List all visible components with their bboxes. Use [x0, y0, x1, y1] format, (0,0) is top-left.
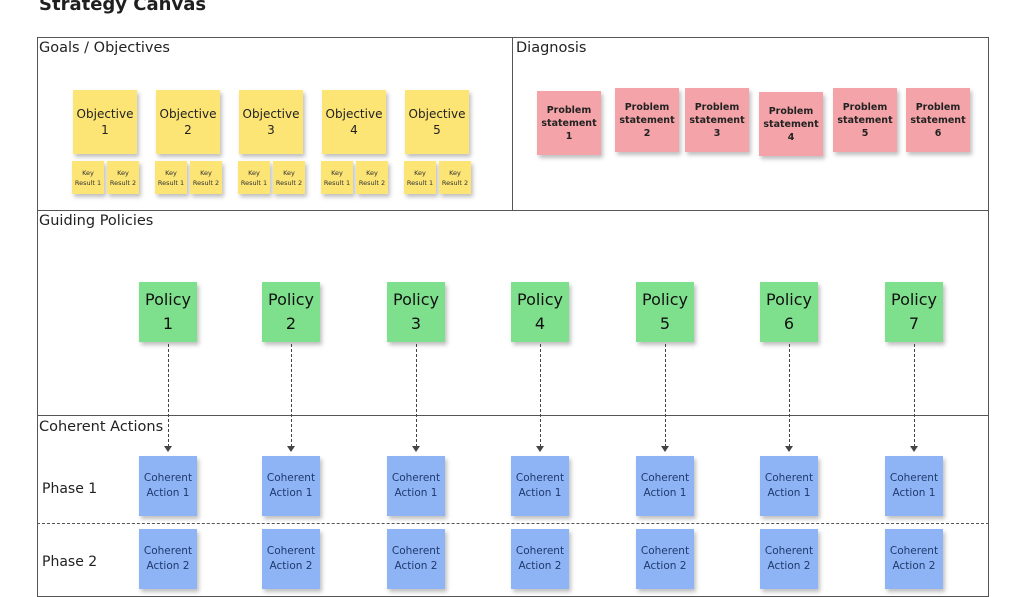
key-result-sticky[interactable]: Key Result 2: [273, 161, 305, 194]
problem-statement-sticky[interactable]: Problem statement 6: [906, 88, 970, 152]
coherent-action-sticky[interactable]: Coherent Action 2: [511, 529, 569, 589]
key-result-sticky[interactable]: Key Result 2: [107, 161, 139, 194]
objective-sticky[interactable]: Objective 4: [322, 90, 386, 154]
coherent-action-sticky[interactable]: Coherent Action 1: [885, 456, 943, 516]
coherent-action-sticky[interactable]: Coherent Action 2: [885, 529, 943, 589]
coherent-action-sticky[interactable]: Coherent Action 1: [636, 456, 694, 516]
arrowhead: [412, 446, 420, 452]
coherent-action-sticky[interactable]: Coherent Action 2: [636, 529, 694, 589]
problem-statement-sticky[interactable]: Problem statement 4: [759, 92, 823, 156]
objective-sticky[interactable]: Objective 5: [405, 90, 469, 154]
phase-label: Phase 1: [42, 481, 98, 497]
problem-statement-sticky[interactable]: Problem statement 2: [615, 88, 679, 152]
policy-to-action-connector: [789, 344, 790, 447]
arrowhead: [287, 446, 295, 452]
policy-to-action-connector: [416, 344, 417, 447]
phase-divider: [37, 523, 989, 524]
policy-sticky[interactable]: Policy 1: [139, 282, 197, 342]
coherent-action-sticky[interactable]: Coherent Action 1: [262, 456, 320, 516]
policy-sticky[interactable]: Policy 3: [387, 282, 445, 342]
key-result-sticky[interactable]: Key Result 1: [404, 161, 436, 194]
coherent-action-sticky[interactable]: Coherent Action 1: [760, 456, 818, 516]
diagnosis-section-label: Diagnosis: [516, 40, 587, 56]
policy-to-action-connector: [914, 344, 915, 447]
key-result-sticky[interactable]: Key Result 2: [190, 161, 222, 194]
policy-to-action-connector: [168, 344, 169, 447]
arrowhead: [785, 446, 793, 452]
policy-sticky[interactable]: Policy 5: [636, 282, 694, 342]
policies-divider: [37, 210, 989, 211]
key-result-sticky[interactable]: Key Result 1: [321, 161, 353, 194]
arrowhead: [536, 446, 544, 452]
key-result-sticky[interactable]: Key Result 2: [439, 161, 471, 194]
key-result-sticky[interactable]: Key Result 1: [238, 161, 270, 194]
actions-section-label: Coherent Actions: [39, 419, 164, 435]
policy-to-action-connector: [291, 344, 292, 447]
problem-statement-sticky[interactable]: Problem statement 5: [833, 88, 897, 152]
objective-sticky[interactable]: Objective 3: [239, 90, 303, 154]
phase-label: Phase 2: [42, 554, 98, 570]
policy-sticky[interactable]: Policy 2: [262, 282, 320, 342]
goals-diagnosis-divider: [512, 37, 513, 211]
arrowhead: [910, 446, 918, 452]
coherent-action-sticky[interactable]: Coherent Action 2: [262, 529, 320, 589]
policy-to-action-connector: [665, 344, 666, 447]
coherent-action-sticky[interactable]: Coherent Action 1: [387, 456, 445, 516]
objective-sticky[interactable]: Objective 1: [73, 90, 137, 154]
policy-sticky[interactable]: Policy 7: [885, 282, 943, 342]
coherent-action-sticky[interactable]: Coherent Action 1: [139, 456, 197, 516]
coherent-action-sticky[interactable]: Coherent Action 2: [139, 529, 197, 589]
coherent-action-sticky[interactable]: Coherent Action 2: [760, 529, 818, 589]
canvas-title: Strategy Canvas: [39, 0, 207, 15]
problem-statement-sticky[interactable]: Problem statement 1: [537, 91, 601, 155]
arrowhead: [164, 446, 172, 452]
problem-statement-sticky[interactable]: Problem statement 3: [685, 88, 749, 152]
goals-section-label: Goals / Objectives: [39, 40, 170, 56]
coherent-action-sticky[interactable]: Coherent Action 2: [387, 529, 445, 589]
policy-sticky[interactable]: Policy 4: [511, 282, 569, 342]
policy-sticky[interactable]: Policy 6: [760, 282, 818, 342]
arrowhead: [661, 446, 669, 452]
policies-section-label: Guiding Policies: [39, 213, 154, 229]
key-result-sticky[interactable]: Key Result 2: [356, 161, 388, 194]
objective-sticky[interactable]: Objective 2: [156, 90, 220, 154]
actions-divider: [37, 415, 989, 416]
policy-to-action-connector: [540, 344, 541, 447]
coherent-action-sticky[interactable]: Coherent Action 1: [511, 456, 569, 516]
key-result-sticky[interactable]: Key Result 1: [72, 161, 104, 194]
key-result-sticky[interactable]: Key Result 1: [155, 161, 187, 194]
